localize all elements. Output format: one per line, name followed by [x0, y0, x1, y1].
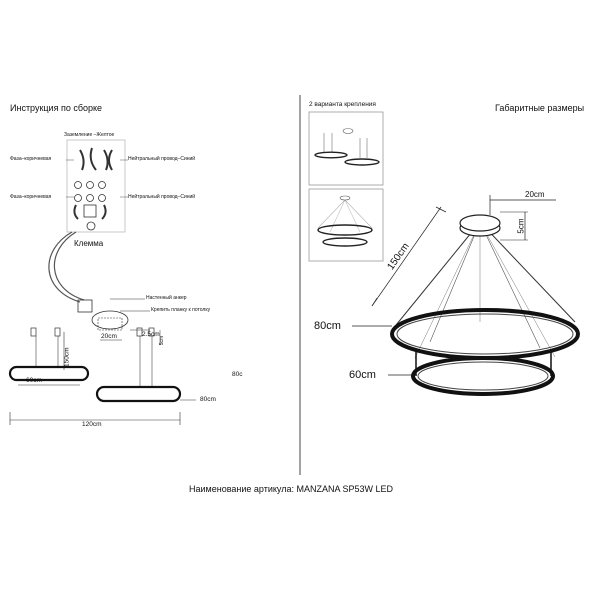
dim-left-80c: 80c	[232, 371, 243, 378]
dim-right-5: 5cm	[516, 218, 526, 234]
neutral-wire-label-bottom: Нейтральный провод–Синий	[128, 194, 196, 200]
dim-left-80: 80cm	[200, 396, 216, 403]
dim-right-20: 20cm	[525, 190, 545, 199]
assembly-title: Инструкция по сборке	[10, 103, 103, 113]
dim-left-2-5: 2.5cm	[142, 331, 160, 338]
dim-left-120: 120cm	[82, 421, 102, 428]
phase-wire-label-top: Фаза–коричневая	[10, 156, 52, 162]
terminal-label: Клемма	[74, 239, 104, 248]
dimensions-title: Габаритные размеры	[495, 103, 585, 113]
mount-variants-title: 2 варианта крепления	[309, 101, 376, 108]
dim-left-5: 5cm	[159, 335, 166, 346]
neutral-wire-label-top: Нейтральный провод–Синий	[128, 156, 196, 162]
ground-wire-label: Заземление –Желтое	[64, 132, 115, 138]
dim-right-80: 80cm	[314, 320, 341, 332]
dim-left-20: 20cm	[101, 333, 117, 340]
article-name: Наименование артикула: MANZANA SP53W LED	[189, 484, 393, 494]
dim-left-150: 150cm	[63, 347, 71, 368]
anchor-label: Настенный анкер	[146, 295, 187, 301]
dim-right-60: 60cm	[349, 369, 376, 381]
phase-wire-label-bottom: Фаза–коричневая	[10, 194, 52, 200]
dim-left-60: 60cm	[26, 377, 42, 384]
plate-label: Крепить планку к потолку	[151, 307, 211, 313]
